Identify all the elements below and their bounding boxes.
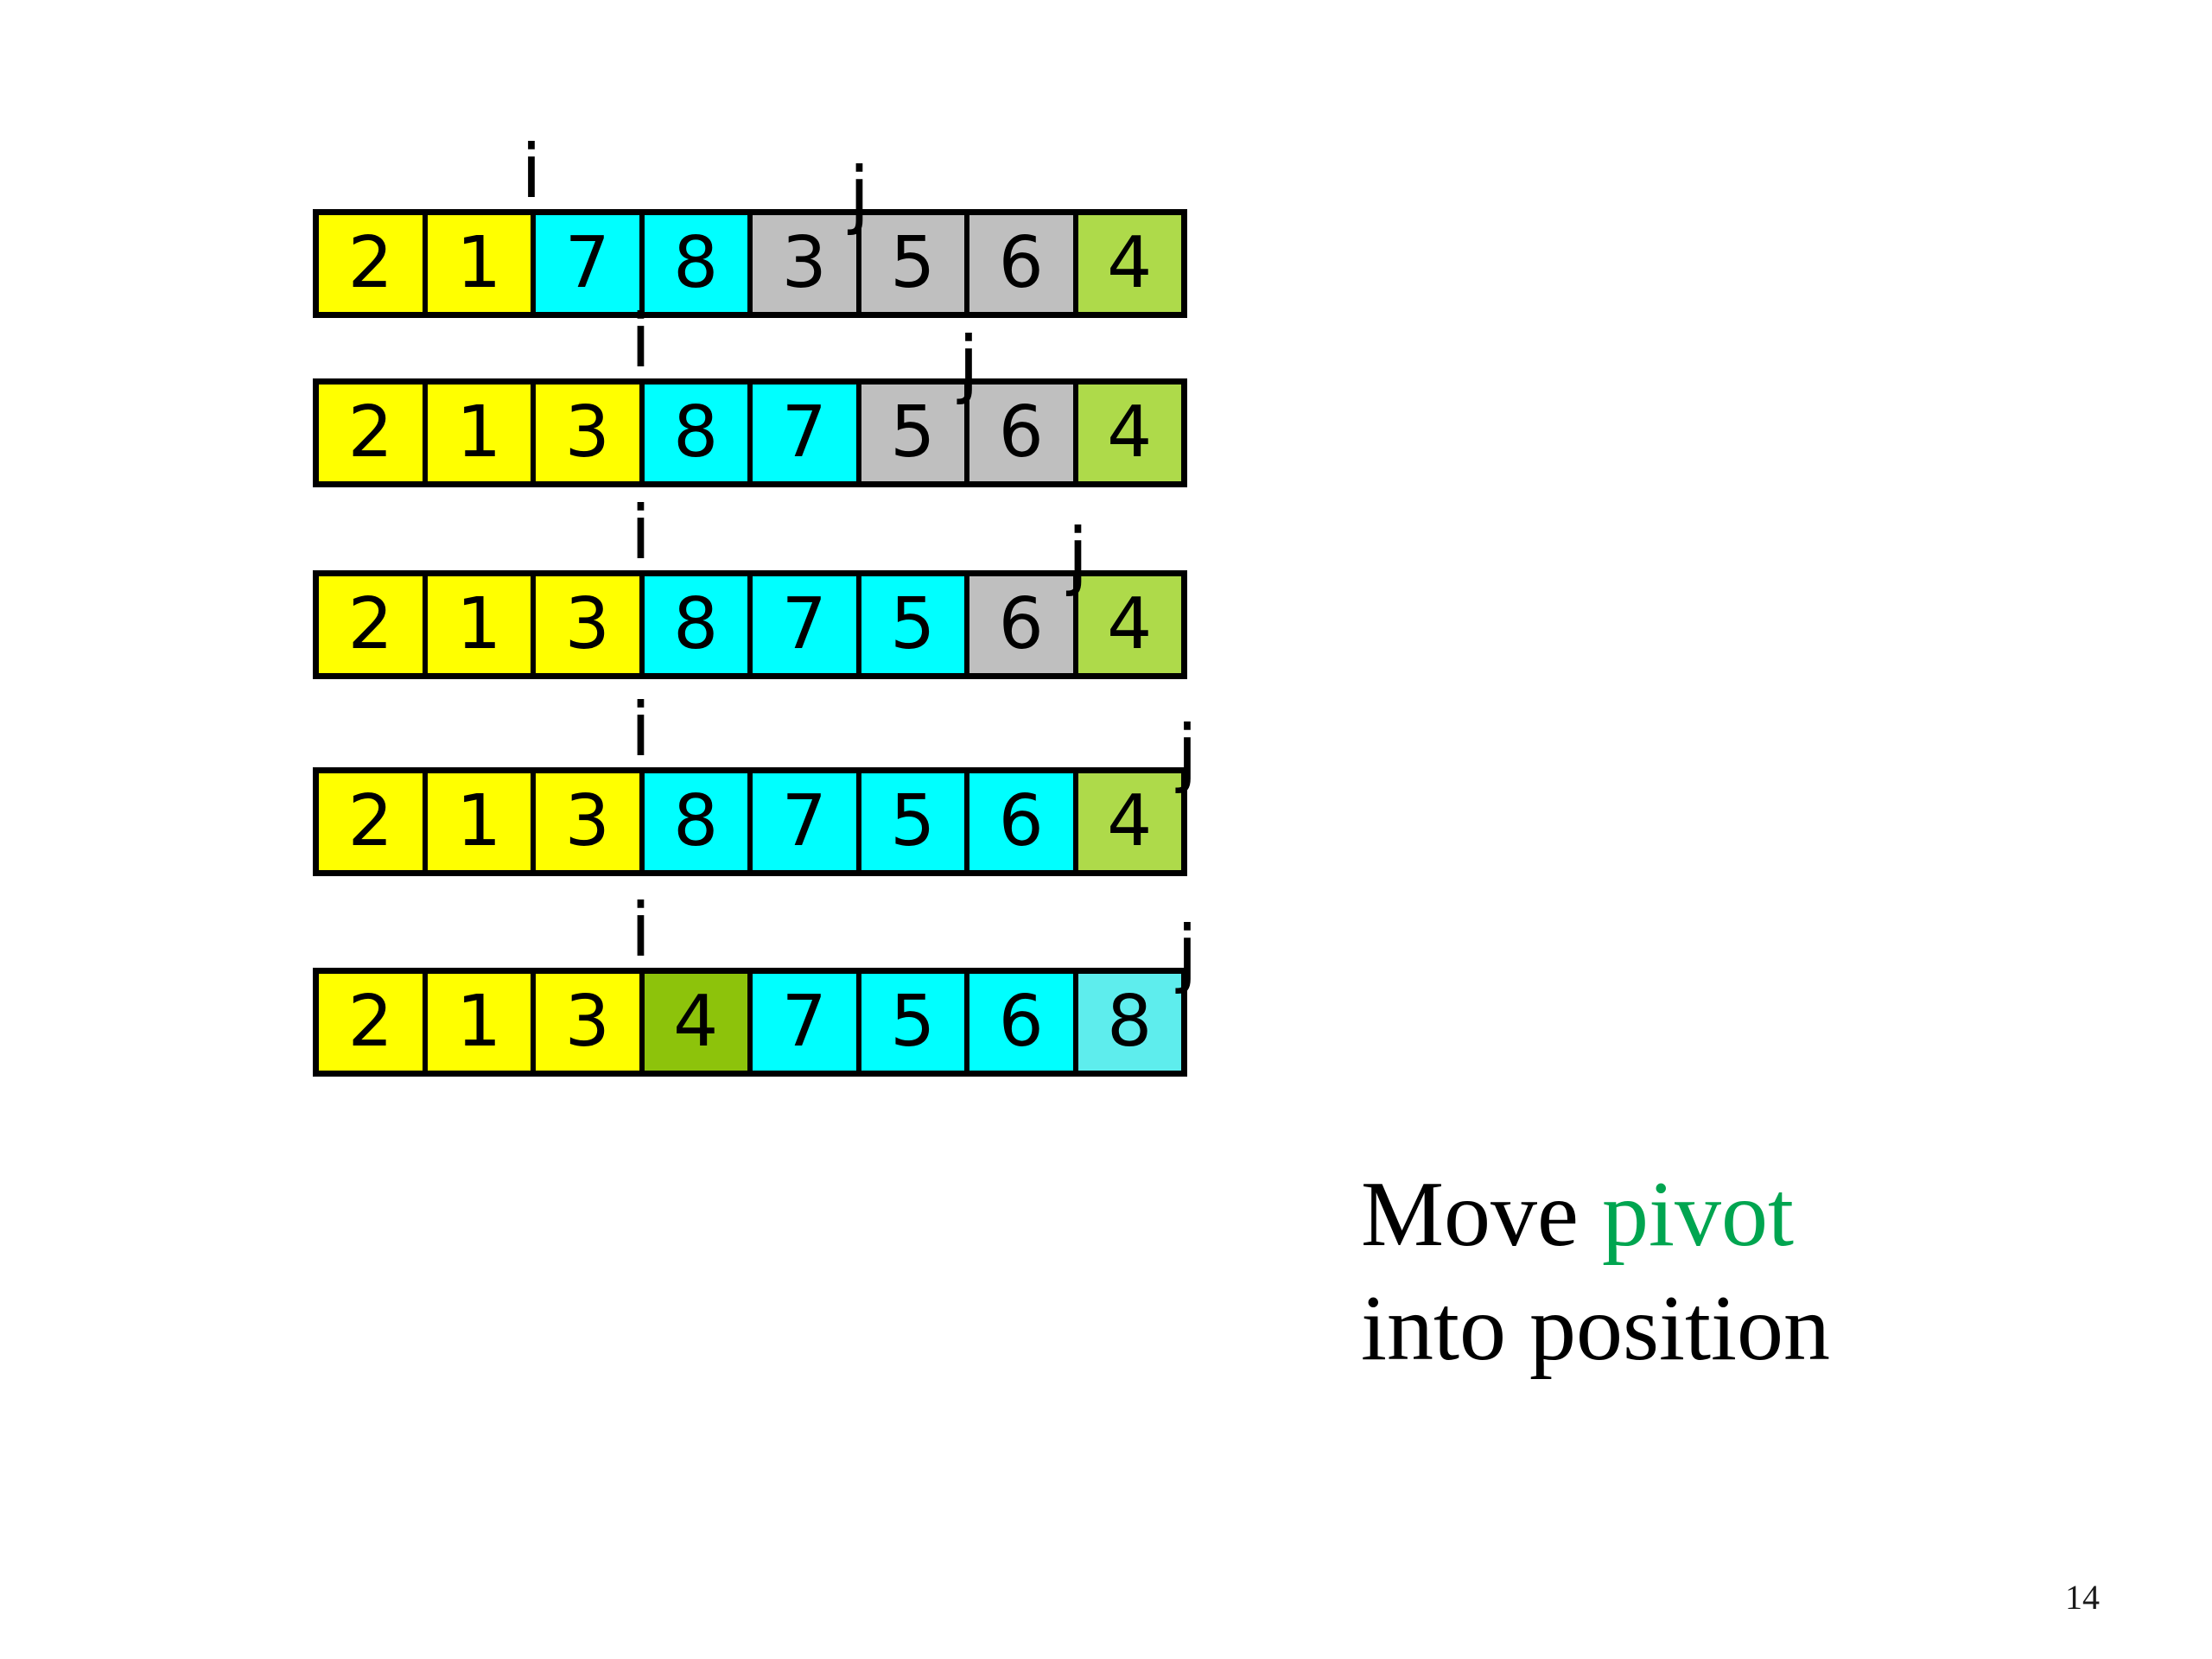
array-cell: 6 xyxy=(969,576,1078,673)
array-cell: 7 xyxy=(753,773,861,870)
pointer-marker-j: j xyxy=(1067,512,1089,599)
array-cell: 5 xyxy=(861,773,969,870)
array-cell: 4 xyxy=(1077,576,1181,673)
array-cell: 5 xyxy=(861,215,969,312)
pointer-marker-i: i xyxy=(630,687,652,773)
array-cell: 3 xyxy=(753,215,861,312)
array-cell: 1 xyxy=(427,974,536,1071)
pointer-marker-i: i xyxy=(630,887,652,974)
array-cell: 5 xyxy=(861,385,969,481)
array-cell: 8 xyxy=(1077,974,1181,1071)
caption-text: Move pivot into position xyxy=(1361,1158,2069,1386)
caption-pivot-word: pivot xyxy=(1601,1163,1794,1266)
array-cell: 8 xyxy=(644,385,753,481)
array-cell: 2 xyxy=(319,385,428,481)
array-cell: 4 xyxy=(1077,385,1181,481)
pointer-marker-j: j xyxy=(849,151,870,238)
array-cell: 3 xyxy=(536,576,645,673)
pointer-marker-i: i xyxy=(521,129,542,215)
array-cell: 7 xyxy=(753,385,861,481)
array-cell: 6 xyxy=(969,773,1078,870)
array-cell: 1 xyxy=(427,215,536,312)
array-cell: 5 xyxy=(861,576,969,673)
pointer-marker-i: i xyxy=(630,490,652,576)
array-cell: 7 xyxy=(536,215,645,312)
array-cell: 6 xyxy=(969,215,1078,312)
array-cell: 6 xyxy=(969,385,1078,481)
array-cell: 8 xyxy=(644,576,753,673)
pointer-marker-j: j xyxy=(1177,709,1198,796)
array-cell: 1 xyxy=(427,385,536,481)
array-cell: 3 xyxy=(536,385,645,481)
array-cell: 4 xyxy=(1077,215,1181,312)
array-cell: 7 xyxy=(753,576,861,673)
array-cell: 1 xyxy=(427,773,536,870)
pointer-marker-j: j xyxy=(958,321,979,407)
caption-line-1: Move pivot xyxy=(1361,1158,2069,1272)
caption-move-word: Move xyxy=(1361,1163,1602,1266)
pointer-marker-j: j xyxy=(1177,910,1198,996)
array-cell: 1 xyxy=(427,576,536,673)
array-cell: 2 xyxy=(319,773,428,870)
array-cell: 6 xyxy=(969,974,1078,1071)
array-cell: 5 xyxy=(861,974,969,1071)
array-cell: 4 xyxy=(1077,773,1181,870)
array-cell: 3 xyxy=(536,773,645,870)
array-cell: 8 xyxy=(644,215,753,312)
array-cell: 2 xyxy=(319,974,428,1071)
caption-line-2: into position xyxy=(1361,1276,1831,1380)
array-cell: 7 xyxy=(753,974,861,1071)
pointer-marker-i: i xyxy=(630,298,652,385)
array-cell: 2 xyxy=(319,576,428,673)
page-number: 14 xyxy=(2065,1578,2100,1617)
array-cell: 8 xyxy=(644,773,753,870)
array-cell: 3 xyxy=(536,974,645,1071)
array-cell: 2 xyxy=(319,215,428,312)
array-cell: 4 xyxy=(644,974,753,1071)
